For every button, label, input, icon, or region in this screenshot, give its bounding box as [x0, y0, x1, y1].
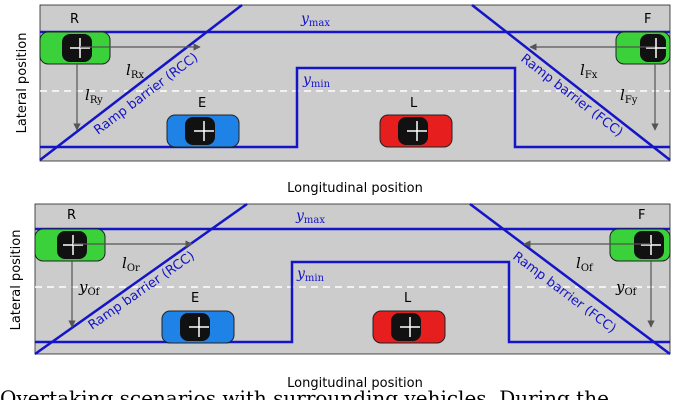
dist-fx-label-bottom: lOf: [576, 254, 594, 274]
ymin-boundary-top: [40, 66, 670, 149]
label-r-top: R: [70, 12, 79, 27]
ramp-barrier-rcc-line-top: [39, 4, 243, 161]
ramp-barrier-fcc-line-top: [471, 4, 671, 161]
label-e-top: E: [198, 96, 206, 111]
trailing-paragraph-text: Overtaking scenarios with surrounding ve…: [0, 386, 609, 400]
dist-rx-label-bottom: lOr: [122, 254, 140, 274]
road-area-bottom: [34, 203, 671, 355]
label-l-top: L: [410, 96, 418, 111]
axis-y-label-top: Lateral position: [15, 33, 30, 134]
label-e-bottom: E: [191, 291, 199, 306]
panel-bottom: R F E L ymax ymin lOr yOf lOf yOf Ramp b…: [9, 202, 671, 391]
label-f-top: F: [644, 12, 651, 27]
car-f-bottom: [609, 228, 671, 262]
label-l-bottom: L: [404, 291, 412, 306]
dist-fx-label-top: lFx: [580, 61, 598, 81]
ymin-boundary-bottom: [35, 260, 670, 344]
car-e-top: [166, 114, 240, 148]
ymin-label-top: ymin: [302, 72, 331, 90]
ymax-label-top: ymax: [300, 11, 330, 29]
car-l-top: [379, 114, 453, 148]
dist-rx-label-top: lRx: [126, 61, 144, 81]
label-r-bottom: R: [67, 208, 76, 223]
axis-x-label-bottom: Longitudinal position: [287, 376, 423, 391]
label-f-bottom: F: [638, 208, 645, 223]
ymin-label-bottom: ymin: [296, 266, 325, 284]
dist-ry-label-bottom: yOf: [78, 278, 101, 298]
ymax-label-bottom: ymax: [295, 208, 325, 226]
dist-fy-label-top: lFy: [620, 86, 638, 106]
axis-x-label-top: Longitudinal position: [287, 181, 423, 196]
ramp-barrier-rcc-line-bottom: [34, 202, 248, 356]
road-area-top: [39, 4, 671, 162]
dist-ry-label-top: lRy: [85, 86, 103, 106]
dist-fy-label-bottom: yOf: [615, 278, 638, 298]
car-e-bottom: [161, 310, 235, 344]
ramp-barrier-fcc-line-bottom: [469, 203, 671, 355]
car-l-bottom: [372, 310, 446, 344]
car-f-top: [615, 31, 671, 65]
car-r-top: [39, 31, 111, 65]
panel-top: R F E L ymax ymin lRx lRy lFx lFy Ramp b…: [15, 4, 671, 196]
car-r-bottom: [34, 228, 106, 262]
axis-y-label-bottom: Lateral position: [9, 230, 24, 331]
